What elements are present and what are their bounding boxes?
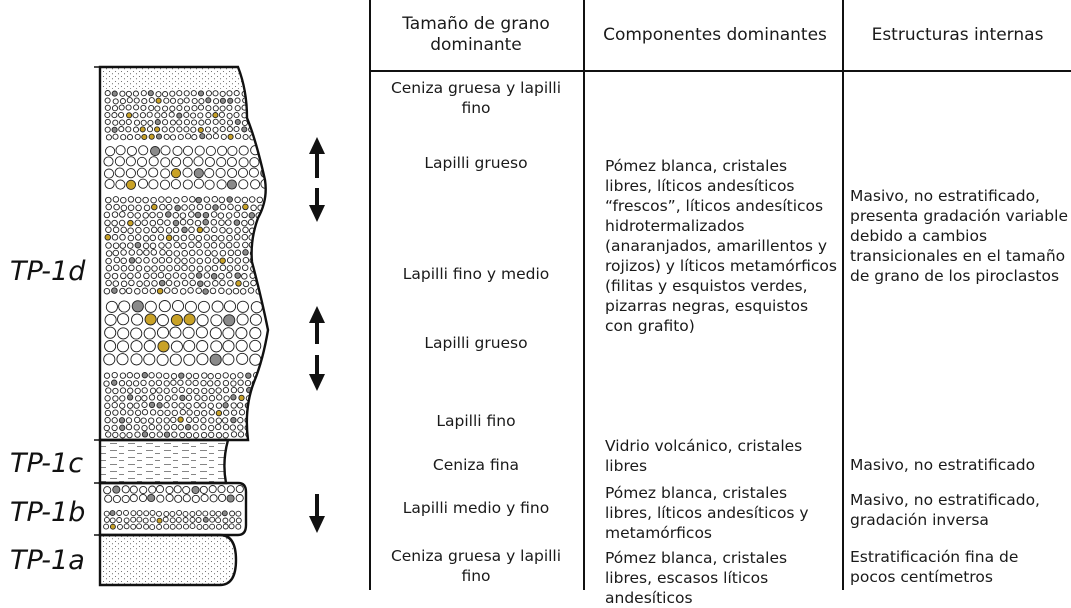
description-table: Tamaño de grano dominante Componentes do…	[369, 0, 1071, 590]
grain-size-row: Lapilli grueso	[385, 153, 567, 173]
stratigraphic-column	[0, 0, 369, 590]
arrow-up-1	[309, 137, 325, 178]
tp1a-layer	[100, 535, 236, 585]
header-grain-size: Tamaño de grano dominante	[381, 0, 571, 70]
arrow-up-2	[309, 306, 325, 344]
grain-size-row: Lapilli grueso	[385, 333, 567, 353]
components-tp1b: Pómez blanca, cristales libres, líticos …	[605, 483, 837, 543]
components-tp1c: Vidrio volcánico, cristales libres	[605, 436, 837, 476]
tp1c-layer	[100, 440, 228, 483]
grain-size-row: Lapilli fino y medio	[385, 264, 567, 284]
grain-size-row: Ceniza gruesa y lapilli fino	[385, 546, 567, 586]
structures-tp1d: Masivo, no estratificado, presenta grada…	[850, 186, 1068, 286]
grain-size-row: Lapilli medio y fino	[385, 498, 567, 518]
structures-tp1c: Masivo, no estratificado	[850, 455, 1068, 475]
tp1b-fill	[104, 485, 244, 529]
structures-tp1a: Estratificación fina de pocos centímetro…	[850, 547, 1068, 587]
grain-size-row: Ceniza fina	[385, 455, 567, 475]
header-structures: Estructuras internas	[850, 0, 1065, 70]
grain-size-row: Lapilli fino	[385, 411, 567, 431]
arrow-down-3	[309, 494, 325, 533]
arrow-down-1	[309, 188, 325, 222]
structures-tp1b: Masivo, no estratificado, gradación inve…	[850, 490, 1068, 530]
header-components: Componentes dominantes	[597, 0, 833, 70]
components-tp1d: Pómez blanca, cristales libres, líticos …	[605, 156, 837, 336]
components-tp1a: Pómez blanca, cristales libres, escasos …	[605, 548, 837, 608]
arrow-down-2	[309, 355, 325, 391]
grain-size-row: Ceniza gruesa y lapilli fino	[385, 78, 567, 118]
